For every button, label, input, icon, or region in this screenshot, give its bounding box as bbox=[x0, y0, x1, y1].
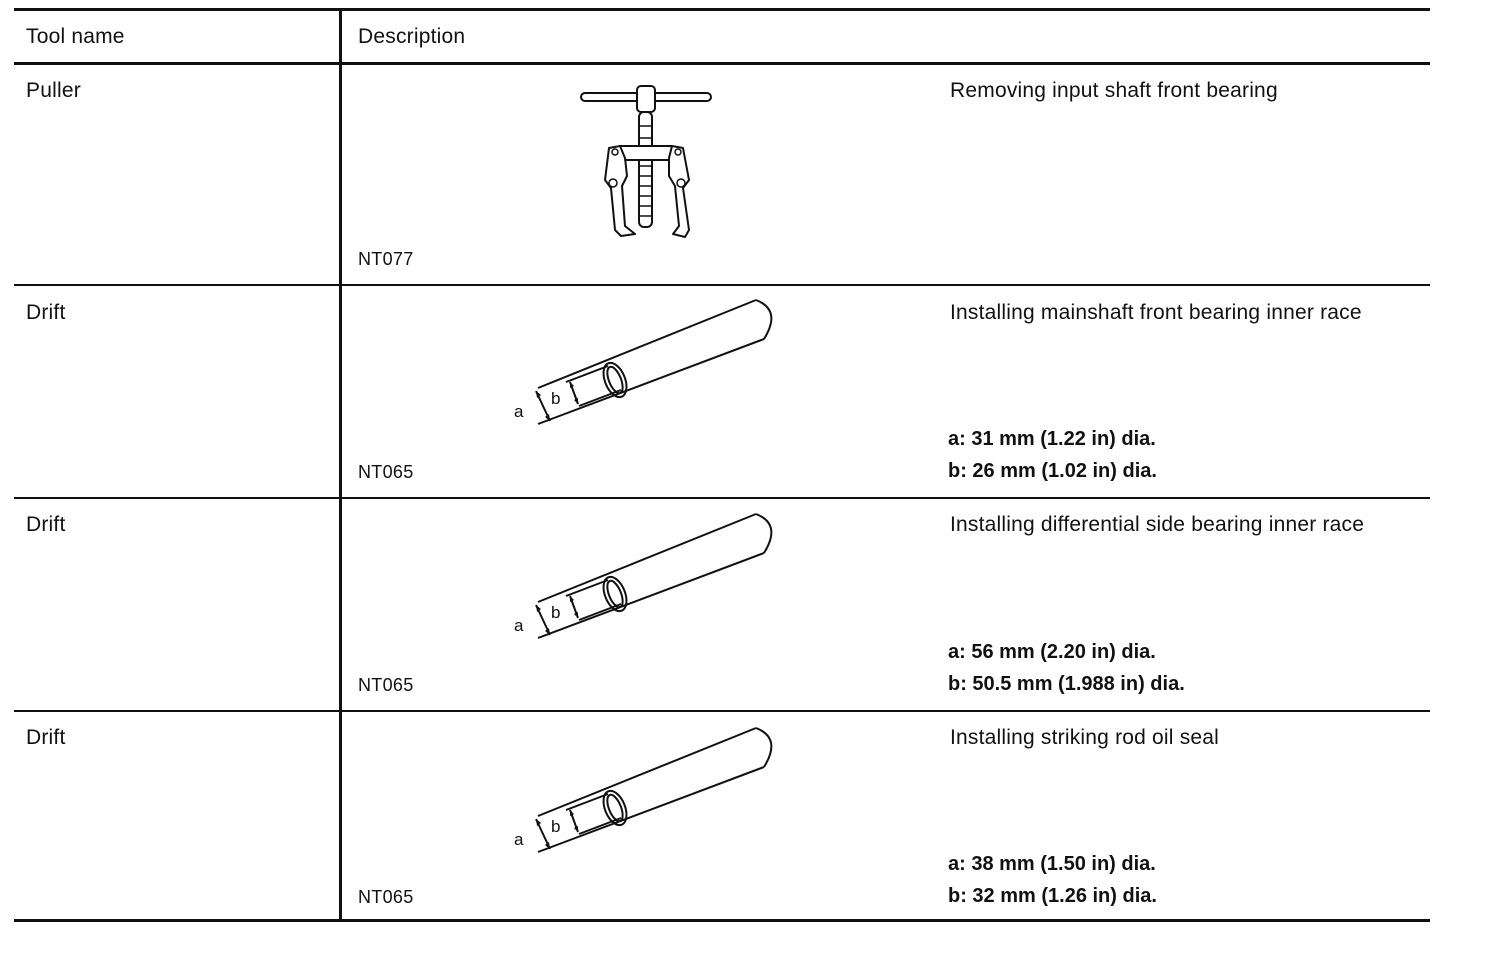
dimension-label-a: a bbox=[514, 616, 524, 635]
tool-name: Drift bbox=[26, 726, 66, 749]
header-bottom-rule bbox=[14, 62, 1430, 65]
tool-name: Puller bbox=[26, 79, 81, 102]
column-divider bbox=[339, 10, 342, 920]
spec-a: a: 56 mm (2.20 in) dia. bbox=[948, 641, 1156, 663]
tool-code: NT065 bbox=[358, 887, 414, 907]
drift-icon: a b bbox=[514, 299, 773, 425]
row-divider bbox=[14, 284, 1430, 286]
tool-name: Drift bbox=[26, 513, 66, 536]
dimension-label-a: a bbox=[514, 402, 524, 421]
table-bottom-rule bbox=[14, 919, 1430, 922]
dimension-label-b: b bbox=[551, 603, 560, 622]
header-tool-name: Tool name bbox=[26, 25, 125, 48]
tool-usage: Installing mainshaft front bearing inner… bbox=[950, 301, 1362, 324]
dimension-label-b: b bbox=[551, 389, 560, 408]
tool-name: Drift bbox=[26, 301, 66, 324]
drift-icon: a b bbox=[514, 513, 773, 639]
header-description: Description bbox=[358, 25, 466, 48]
spec-b: b: 26 mm (1.02 in) dia. bbox=[948, 460, 1157, 482]
tool-code: NT065 bbox=[358, 675, 414, 695]
dimension-label-a: a bbox=[514, 830, 524, 849]
spec-b: b: 32 mm (1.26 in) dia. bbox=[948, 885, 1157, 907]
row-divider bbox=[14, 710, 1430, 712]
spec-b: b: 50.5 mm (1.988 in) dia. bbox=[948, 673, 1185, 695]
tool-usage: Installing differential side bearing inn… bbox=[950, 513, 1365, 536]
dimension-label-b: b bbox=[551, 817, 560, 836]
puller-icon bbox=[580, 85, 712, 238]
tool-code: NT077 bbox=[358, 249, 414, 269]
table-top-rule bbox=[14, 8, 1430, 11]
row-divider bbox=[14, 497, 1430, 499]
tool-usage: Installing striking rod oil seal bbox=[950, 726, 1220, 749]
tool-code: NT065 bbox=[358, 462, 414, 482]
spec-a: a: 38 mm (1.50 in) dia. bbox=[948, 853, 1156, 875]
tool-usage: Removing input shaft front bearing bbox=[950, 79, 1278, 102]
spec-a: a: 31 mm (1.22 in) dia. bbox=[948, 428, 1156, 450]
drift-icon: a b bbox=[514, 727, 773, 853]
